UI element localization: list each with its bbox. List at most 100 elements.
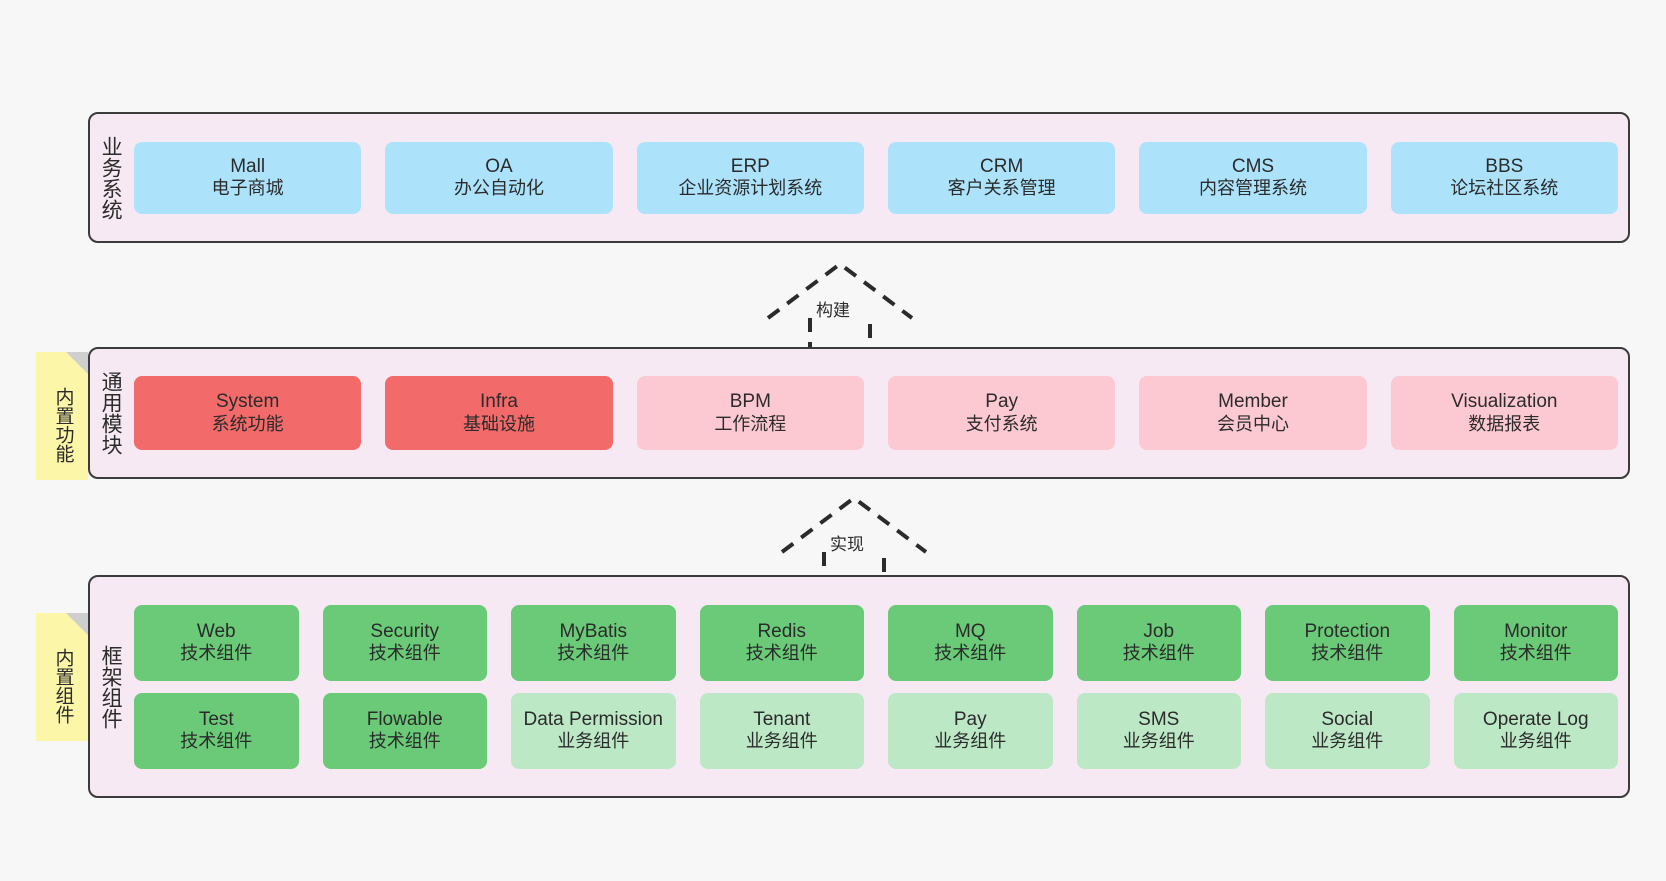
node-infra[interactable]: Infra 基础设施 [385, 376, 613, 450]
connector-realize-arrow: 实现 [774, 492, 934, 596]
node-mybatis[interactable]: MyBatis 技术组件 [511, 604, 676, 681]
node-oa-en: OA [485, 155, 513, 177]
node-pay-module-en: Pay [985, 391, 1019, 413]
layer-framework-component-label: 框架组件 [99, 644, 123, 729]
connector-build-arrow: 构建 [760, 258, 920, 362]
node-flowable-en: Flowable [366, 708, 443, 730]
node-bpm[interactable]: BPM 工作流程 [636, 376, 864, 450]
layer-common-module[interactable]: 通用模块 System 系统功能 Infra 基础设施 BPM 工作流程 Pay… [88, 347, 1630, 479]
node-operate-log[interactable]: Operate Log 业务组件 [1453, 692, 1618, 769]
node-mq-cn: 技术组件 [934, 643, 1007, 664]
node-flowable-cn: 技术组件 [368, 731, 441, 752]
layer-business-system[interactable]: 业务系统 Mall 电子商城 OA 办公自动化 ERP 企业资源计划系统 CRM… [88, 112, 1630, 243]
sticky-fold-corner-icon [66, 352, 88, 374]
node-monitor[interactable]: Monitor 技术组件 [1453, 604, 1618, 681]
node-member-cn: 会员中心 [1216, 413, 1289, 434]
node-row: Test 技术组件 Flowable 技术组件 Data Permission … [134, 692, 1618, 769]
node-visualization-en: Visualization [1451, 391, 1558, 413]
node-redis[interactable]: Redis 技术组件 [699, 604, 864, 681]
node-test-cn: 技术组件 [180, 731, 253, 752]
layer-framework-component-body: Web 技术组件 Security 技术组件 MyBatis 技术组件 Redi… [130, 577, 1628, 796]
node-test-en: Test [198, 708, 234, 730]
node-security-cn: 技术组件 [368, 643, 441, 664]
node-mybatis-cn: 技术组件 [557, 643, 630, 664]
node-row: Mall 电子商城 OA 办公自动化 ERP 企业资源计划系统 CRM 客户关系… [134, 141, 1618, 214]
layer-common-module-body: System 系统功能 Infra 基础设施 BPM 工作流程 Pay 支付系统… [130, 349, 1628, 477]
generalization-arrow-icon [780, 495, 928, 594]
node-sms[interactable]: SMS 业务组件 [1076, 692, 1241, 769]
node-web-en: Web [196, 620, 236, 642]
node-mq-en: MQ [954, 620, 986, 642]
node-infra-en: Infra [479, 391, 518, 413]
node-mybatis-en: MyBatis [559, 620, 628, 642]
node-mall[interactable]: Mall 电子商城 [134, 141, 362, 214]
node-member-en: Member [1218, 391, 1288, 413]
node-bbs-en: BBS [1485, 155, 1524, 177]
node-visualization[interactable]: Visualization 数据报表 [1390, 376, 1618, 450]
layer-common-module-label: 通用模块 [99, 371, 123, 455]
node-system[interactable]: System 系统功能 [134, 376, 362, 450]
node-crm[interactable]: CRM 客户关系管理 [887, 141, 1116, 214]
node-social-cn: 业务组件 [1311, 731, 1384, 752]
node-operate-log-cn: 业务组件 [1499, 731, 1572, 752]
sticky-note-builtin-component[interactable]: 内置组件 [36, 613, 88, 741]
node-web-cn: 技术组件 [180, 643, 253, 664]
node-mq[interactable]: MQ 技术组件 [888, 604, 1053, 681]
node-job-en: Job [1143, 620, 1175, 642]
node-tenant[interactable]: Tenant 业务组件 [699, 692, 864, 769]
node-redis-cn: 技术组件 [745, 643, 818, 664]
node-erp-en: ERP [730, 155, 770, 177]
node-cms-cn: 内容管理系统 [1198, 178, 1307, 199]
node-data-permission-cn: 业务组件 [557, 731, 630, 752]
node-row: System 系统功能 Infra 基础设施 BPM 工作流程 Pay 支付系统… [134, 376, 1618, 450]
node-row: Web 技术组件 Security 技术组件 MyBatis 技术组件 Redi… [134, 604, 1618, 681]
node-pay-component-en: Pay [953, 708, 987, 730]
node-security[interactable]: Security 技术组件 [322, 604, 487, 681]
node-job-cn: 技术组件 [1122, 643, 1195, 664]
node-redis-en: Redis [757, 620, 807, 642]
connector-realize-label: 实现 [830, 535, 864, 554]
node-pay-component-cn: 业务组件 [934, 731, 1007, 752]
node-security-en: Security [370, 620, 440, 642]
node-test[interactable]: Test 技术组件 [134, 692, 299, 769]
node-protection[interactable]: Protection 技术组件 [1265, 604, 1430, 681]
node-tenant-cn: 业务组件 [745, 731, 818, 752]
node-erp[interactable]: ERP 企业资源计划系统 [636, 141, 864, 214]
node-visualization-cn: 数据报表 [1468, 413, 1541, 434]
sticky-note-builtin-function[interactable]: 内置功能 [36, 352, 88, 480]
node-monitor-cn: 技术组件 [1499, 643, 1572, 664]
layer-framework-component[interactable]: 框架组件 Web 技术组件 Security 技术组件 MyBatis 技术组件… [88, 575, 1630, 798]
node-oa[interactable]: OA 办公自动化 [385, 141, 613, 214]
node-erp-cn: 企业资源计划系统 [678, 178, 823, 199]
generalization-arrow-icon [766, 261, 914, 360]
node-social-en: Social [1321, 708, 1374, 730]
node-pay-module-cn: 支付系统 [965, 413, 1038, 434]
node-sms-en: SMS [1138, 708, 1180, 730]
node-flowable[interactable]: Flowable 技术组件 [322, 692, 487, 769]
node-protection-cn: 技术组件 [1311, 643, 1384, 664]
node-operate-log-en: Operate Log [1482, 708, 1589, 730]
node-sms-cn: 业务组件 [1122, 731, 1195, 752]
node-bbs[interactable]: BBS 论坛社区系统 [1390, 141, 1618, 214]
node-system-en: System [215, 391, 280, 413]
node-social[interactable]: Social 业务组件 [1265, 692, 1430, 769]
node-pay-module[interactable]: Pay 支付系统 [887, 376, 1116, 450]
connector-build-label: 构建 [816, 301, 850, 320]
node-job[interactable]: Job 技术组件 [1076, 604, 1241, 681]
node-oa-cn: 办公自动化 [453, 178, 544, 199]
node-web[interactable]: Web 技术组件 [134, 604, 299, 681]
node-crm-cn: 客户关系管理 [947, 178, 1056, 199]
node-crm-en: CRM [980, 155, 1024, 177]
node-data-permission[interactable]: Data Permission 业务组件 [511, 692, 676, 769]
node-tenant-en: Tenant [753, 708, 811, 730]
node-pay-component[interactable]: Pay 业务组件 [888, 692, 1053, 769]
node-data-permission-en: Data Permission [523, 708, 663, 730]
layer-business-system-label: 业务系统 [99, 135, 123, 220]
sticky-note-builtin-component-label: 内置组件 [52, 648, 74, 724]
node-member[interactable]: Member 会员中心 [1139, 376, 1367, 450]
sticky-fold-corner-icon [66, 613, 88, 635]
node-bpm-en: BPM [729, 391, 771, 413]
node-mall-en: Mall [230, 155, 266, 177]
node-cms[interactable]: CMS 内容管理系统 [1139, 141, 1367, 214]
node-protection-en: Protection [1304, 620, 1391, 642]
